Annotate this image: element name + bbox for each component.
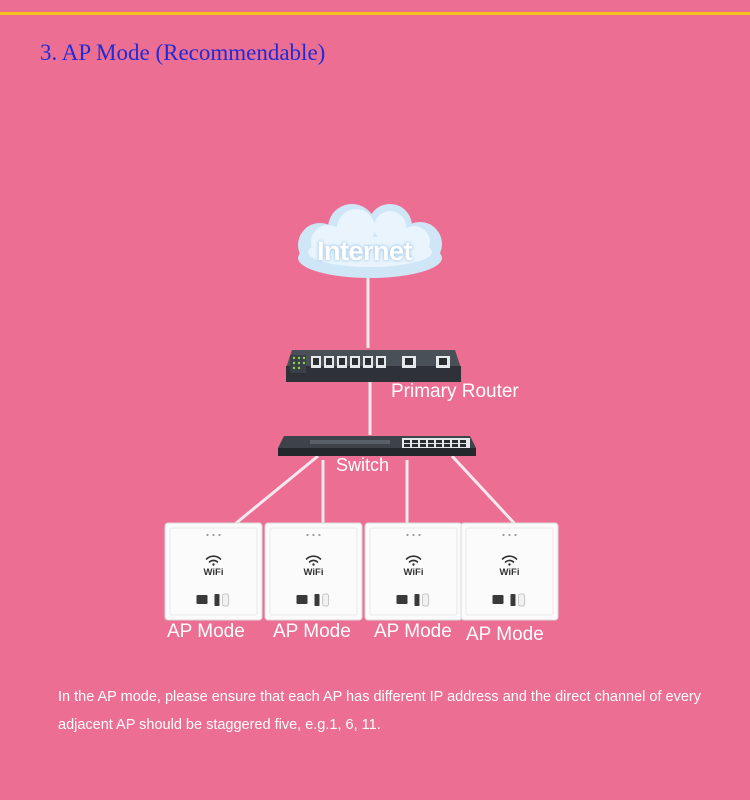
description-text: In the AP mode, please ensure that each …	[58, 689, 701, 733]
top-divider	[0, 12, 750, 15]
ethernet-port-icon	[196, 595, 208, 604]
ethernet-port-icon	[296, 595, 308, 604]
router-device	[286, 350, 461, 382]
reset-button-icon	[322, 593, 329, 607]
wifi-text: WiFi	[500, 567, 520, 578]
usb-port-icon	[414, 594, 420, 606]
ap-panel-4: WiFi	[460, 522, 559, 621]
internet-label: Internet	[317, 236, 413, 266]
usb-port-icon	[314, 594, 320, 606]
cloud-icon	[298, 204, 442, 278]
wifi-icon	[305, 555, 322, 563]
access-points: WiFi WiFi WiFi WiFi	[164, 522, 559, 621]
reset-button-icon	[518, 593, 525, 607]
reset-button-icon	[222, 593, 229, 607]
ap-panel-1: WiFi	[164, 522, 263, 621]
ethernet-port-icon	[396, 595, 408, 604]
ethernet-port-icon	[492, 595, 504, 604]
switch-label: Switch	[336, 455, 390, 475]
wifi-icon	[501, 555, 518, 563]
switch-ap4-link	[450, 454, 517, 526]
wifi-text: WiFi	[304, 567, 324, 578]
switch-device	[278, 436, 476, 456]
ap-label-4: AP Mode	[466, 624, 544, 645]
usb-port-icon	[214, 594, 220, 606]
switch-ap1-link	[234, 454, 319, 526]
wifi-icon	[205, 555, 222, 563]
ap-label-2: AP Mode	[273, 621, 351, 642]
reset-button-icon	[422, 593, 429, 607]
page-title: 3. AP Mode (Recommendable)	[40, 40, 326, 65]
wifi-icon	[405, 555, 422, 563]
wifi-text: WiFi	[204, 567, 224, 578]
connection-lines	[234, 278, 517, 526]
ap-label-3: AP Mode	[374, 621, 452, 642]
wifi-text: WiFi	[404, 567, 424, 578]
router-label: Primary Router	[391, 381, 519, 402]
ap-panel-3: WiFi	[364, 522, 463, 621]
ap-label-1: AP Mode	[167, 621, 245, 642]
usb-port-icon	[510, 594, 516, 606]
ap-panel-2: WiFi	[264, 522, 363, 621]
